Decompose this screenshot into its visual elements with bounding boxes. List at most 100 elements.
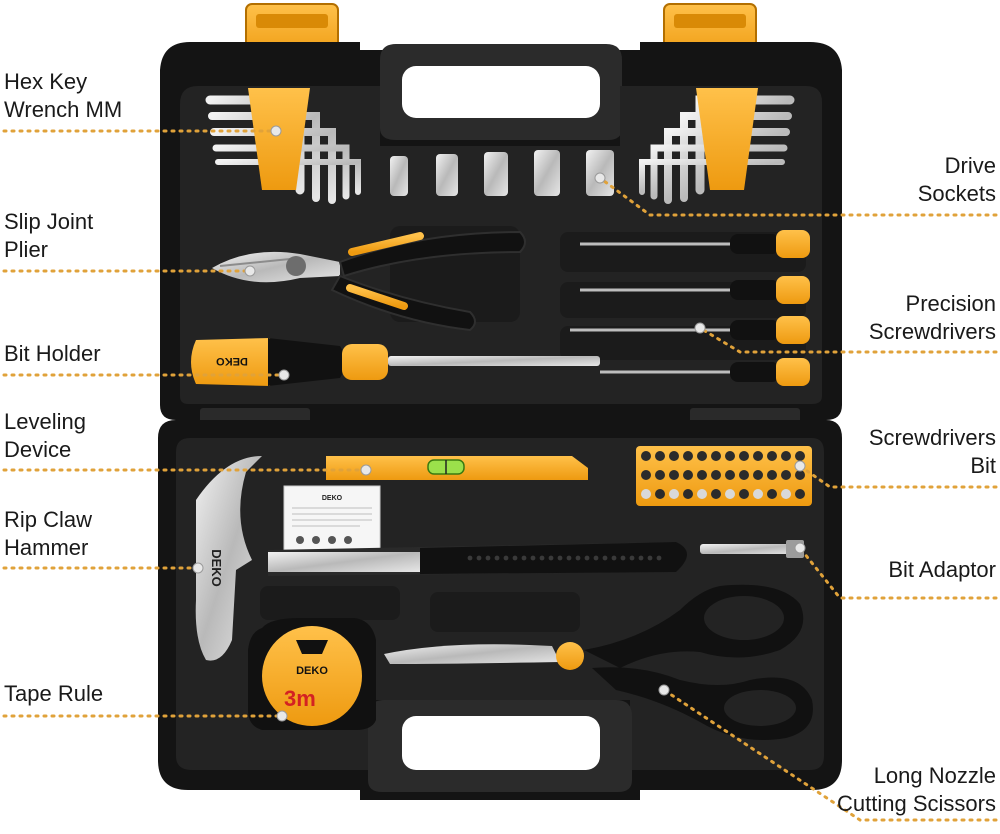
hammer-grip-dot xyxy=(593,555,599,561)
screwdriver-bit xyxy=(683,470,693,480)
leader-endpoint xyxy=(658,684,670,696)
hex-key-holder-left xyxy=(248,88,310,190)
tape-rule: DEKO 3m xyxy=(248,618,376,730)
screwdriver-bit xyxy=(753,451,763,461)
screwdriver-bit xyxy=(795,489,805,499)
leader-endpoint xyxy=(794,542,806,554)
screwdriver-bit xyxy=(669,470,679,480)
slip-joint-plier xyxy=(212,230,526,332)
tape-brand: DEKO xyxy=(296,665,328,677)
screwdriver-bit xyxy=(697,489,707,499)
screwdriver-bit xyxy=(683,489,693,499)
leader-endpoint xyxy=(276,710,288,722)
instruction-card: DEKO xyxy=(283,485,381,551)
screwdriver-bit xyxy=(725,451,735,461)
screwdriver-bit xyxy=(725,470,735,480)
hammer-grip-dot xyxy=(530,555,536,561)
leader-line xyxy=(698,326,998,354)
hammer-grip-dot xyxy=(566,555,572,561)
hammer-grip-dot xyxy=(494,555,500,561)
leader-endpoint xyxy=(594,172,606,184)
screwdriver-bit xyxy=(739,451,749,461)
leader-line xyxy=(662,688,998,822)
screwdriver-bit xyxy=(655,451,665,461)
hammer-brand: DEKO xyxy=(209,549,224,587)
screwdriver-bit xyxy=(781,451,791,461)
callout-bit-holder: Bit Holder xyxy=(4,341,101,366)
hammer-grip-dot xyxy=(512,555,518,561)
leader-line xyxy=(798,546,998,600)
hammer-grip-dot xyxy=(638,555,644,561)
leader-line xyxy=(798,464,998,489)
screwdriver-bit xyxy=(711,470,721,480)
screwdriver-bit xyxy=(641,489,651,499)
screwdriver-bit xyxy=(655,470,665,480)
hex-key-holder-right xyxy=(696,88,758,190)
long-nozzle-scissors xyxy=(384,584,813,740)
screwdriver-bit xyxy=(781,470,791,480)
screwdriver-bit xyxy=(753,489,763,499)
hammer-grip-dot xyxy=(521,555,527,561)
callout-bit-adaptor: Bit Adaptor xyxy=(888,557,996,582)
hammer-grip-dot xyxy=(620,555,626,561)
screwdriver-bit xyxy=(781,489,791,499)
screwdriver-bit xyxy=(795,470,805,480)
screwdriver-bit xyxy=(697,470,707,480)
rip-claw-hammer: DEKO xyxy=(195,456,687,661)
leader-endpoint xyxy=(192,562,204,574)
tape-length: 3m xyxy=(284,686,316,711)
hammer-grip-dot xyxy=(503,555,509,561)
screwdriver-bit xyxy=(669,451,679,461)
leader-endpoint xyxy=(694,322,706,334)
screwdriver-bit xyxy=(739,489,749,499)
callout-tape-rule: Tape Rule xyxy=(4,681,104,706)
hammer-grip-dot xyxy=(557,555,563,561)
leader-endpoint xyxy=(270,125,282,137)
leveling-device xyxy=(326,456,588,480)
hammer-grip-dot xyxy=(539,555,545,561)
screwdriver-bit xyxy=(641,451,651,461)
hammer-grip-dot xyxy=(611,555,617,561)
screwdriver-bit xyxy=(711,489,721,499)
screwdriver-bit xyxy=(711,451,721,461)
leader-endpoint xyxy=(360,464,372,476)
hammer-grip-dot xyxy=(584,555,590,561)
screwdriver-bit xyxy=(767,489,777,499)
screwdriver-bit xyxy=(767,470,777,480)
screwdriver-bit-set xyxy=(636,446,812,506)
hammer-grip-dot xyxy=(647,555,653,561)
precision-screwdrivers xyxy=(570,230,810,386)
hammer-grip-dot xyxy=(467,555,473,561)
hammer-grip-dot xyxy=(476,555,482,561)
hammer-grip-dot xyxy=(629,555,635,561)
screwdriver-bit xyxy=(795,451,805,461)
screwdriver-bit xyxy=(641,470,651,480)
hammer-grip-dot xyxy=(656,555,662,561)
hammer-grip-dot xyxy=(485,555,491,561)
screwdriver-bit xyxy=(697,451,707,461)
hammer-grip-dot xyxy=(548,555,554,561)
screwdriver-bit xyxy=(767,451,777,461)
leader-line xyxy=(598,176,998,217)
screwdriver-bit xyxy=(683,451,693,461)
bit-holder-brand: DEKO xyxy=(216,355,248,367)
screwdriver-bit xyxy=(753,470,763,480)
leader-endpoint xyxy=(278,369,290,381)
leader-endpoint xyxy=(244,265,256,277)
hammer-grip-dot xyxy=(575,555,581,561)
leader-endpoint xyxy=(794,460,806,472)
screwdriver-bit xyxy=(669,489,679,499)
screwdriver-bit xyxy=(739,470,749,480)
screwdriver-bit xyxy=(725,489,735,499)
hammer-grip-dot xyxy=(602,555,608,561)
